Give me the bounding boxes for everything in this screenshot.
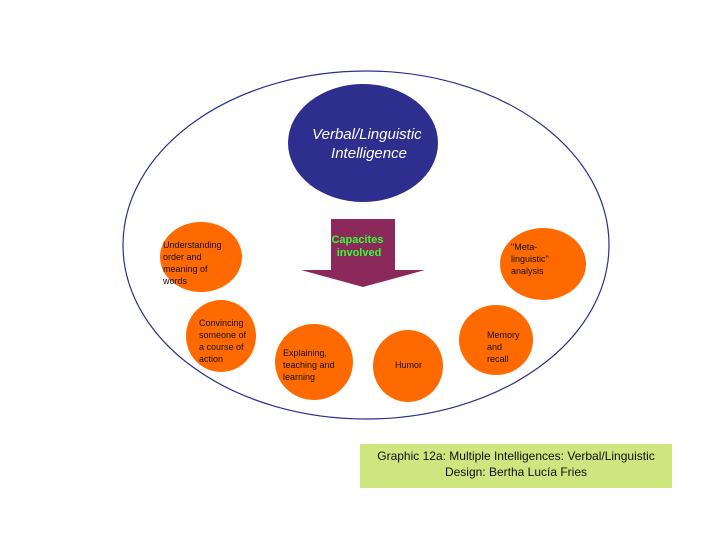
arrow-label: Capacites involved xyxy=(331,234,386,259)
center-title: Verbal/Linguistic Intelligence xyxy=(312,126,426,162)
node-humor-circle xyxy=(373,330,443,402)
node-memory-line-2: and xyxy=(487,342,502,352)
caption-line-1: Graphic 12a: Multiple Intelligences: Ver… xyxy=(377,449,655,463)
node-humor: Humor xyxy=(373,330,443,402)
caption-box: Graphic 12a: Multiple Intelligences: Ver… xyxy=(360,444,672,488)
node-convincing: Convincing someone of a course of action xyxy=(186,300,256,372)
node-understanding: Understanding order and meaning of words xyxy=(160,222,242,292)
node-metalinguistic-line-3: analysis xyxy=(511,266,544,276)
node-memory: Memory and recall xyxy=(459,305,533,375)
node-memory-line-1: Memory xyxy=(487,330,520,340)
node-convincing-line-1: Convincing xyxy=(199,318,244,328)
outer-ellipse xyxy=(122,70,610,420)
center-title-line-2: Intelligence xyxy=(331,145,407,162)
capacities-arrow xyxy=(301,219,425,287)
node-humor-label: Humor xyxy=(395,360,422,370)
node-metalinguistic-circle xyxy=(500,228,586,300)
node-understanding-line-3: meaning of xyxy=(163,264,208,274)
node-convincing-label: Convincing someone of a course of action xyxy=(199,318,249,364)
node-metalinguistic-line-1: "Meta- xyxy=(511,242,537,252)
node-memory-label: Memory and recall xyxy=(487,330,522,364)
node-metalinguistic-label: "Meta- linguistic" analysis xyxy=(511,242,551,276)
arrow-label-line-1: Capacites xyxy=(331,234,383,246)
node-memory-circle xyxy=(459,305,533,375)
node-humor-line-1: Humor xyxy=(395,360,422,370)
node-understanding-line-4: words xyxy=(162,276,188,286)
node-understanding-line-2: order and xyxy=(163,252,202,262)
center-node xyxy=(288,84,438,202)
node-explaining-label: Explaining, teaching and learning xyxy=(283,348,337,382)
node-understanding-circle xyxy=(160,222,242,292)
node-understanding-label: Understanding order and meaning of words xyxy=(162,240,224,286)
node-convincing-circle xyxy=(186,300,256,372)
caption-line-2: Design: Bertha Lucía Fries xyxy=(444,465,588,479)
node-convincing-line-3: a course of xyxy=(199,342,244,352)
node-metalinguistic-line-2: linguistic" xyxy=(511,254,549,264)
node-explaining-line-1: Explaining, xyxy=(283,348,327,358)
node-metalinguistic: "Meta- linguistic" analysis xyxy=(500,228,586,300)
node-convincing-line-4: action xyxy=(199,354,223,364)
node-explaining: Explaining, teaching and learning xyxy=(275,324,353,400)
node-explaining-circle xyxy=(275,324,353,400)
node-explaining-line-3: learning xyxy=(283,372,315,382)
arrow-label-line-2: involved xyxy=(337,247,382,259)
node-memory-line-3: recall xyxy=(487,354,509,364)
node-explaining-line-2: teaching and xyxy=(283,360,335,370)
node-understanding-line-1: Understanding xyxy=(163,240,222,250)
node-convincing-line-2: someone of xyxy=(199,330,247,340)
center-title-line-1: Verbal/Linguistic xyxy=(312,126,422,143)
